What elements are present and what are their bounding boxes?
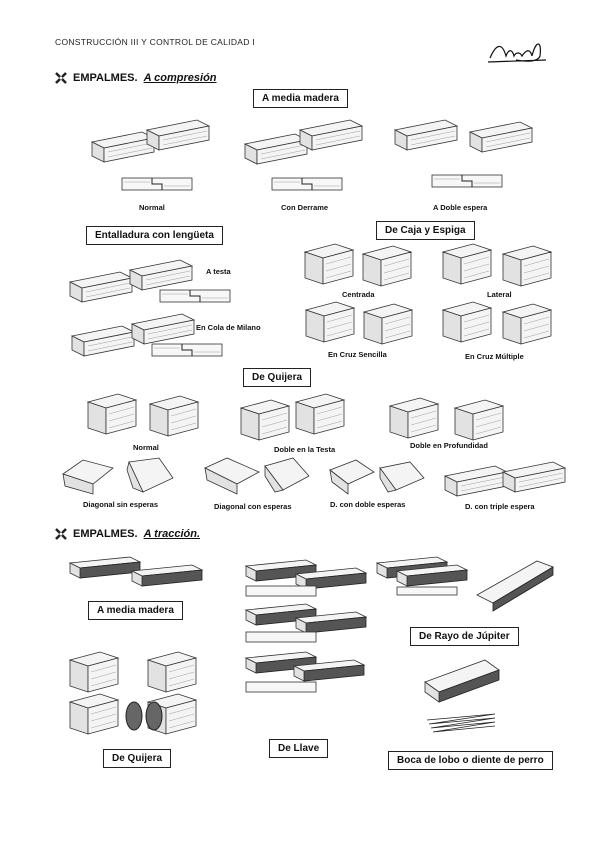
label-quijera-normal: Normal	[133, 443, 159, 452]
joint-doble-espera	[394, 119, 533, 153]
label-cruz-sencilla: En Cruz Sencilla	[328, 350, 387, 359]
box-boca-lobo: Boca de lobo o diente de perro	[388, 751, 553, 770]
label-doble-profundidad: Doble en Profundidad	[410, 441, 488, 450]
joint-traccion-media-madera	[69, 556, 203, 587]
label-cruz-multiple: En Cruz Múltiple	[465, 352, 524, 361]
section-traction-heading: EMPALMES. A tracción.	[55, 528, 200, 540]
label-lateral: Lateral	[487, 290, 512, 299]
box-llave: De Llave	[269, 739, 329, 758]
label-doble-esperas: D. con doble esperas	[330, 500, 406, 509]
joint-con-derrame	[244, 119, 363, 165]
section-compression-title: EMPALMES.	[73, 72, 138, 84]
box-traccion-quijera: De Quijera	[103, 749, 172, 768]
box-traccion-media-madera: A media madera	[88, 601, 183, 620]
label-doble-espera: A Doble espera	[433, 203, 488, 212]
joint-llave-stack	[245, 559, 367, 693]
label-con-derrame: Con Derrame	[281, 203, 329, 212]
joint-diagonal-con	[204, 457, 310, 495]
joint-boca-lobo	[424, 659, 500, 733]
box-caja-espiga: De Caja y Espiga	[376, 221, 475, 240]
box-entalladura: Entalladura con lengüeta	[86, 226, 223, 245]
cross-marker-icon	[55, 528, 67, 540]
strip-a-testa	[159, 289, 231, 303]
label-normal: Normal	[139, 203, 165, 212]
label-cola-milano: En Cola de Milano	[196, 323, 261, 332]
joint-quijera-normal	[87, 393, 199, 437]
label-diagonal-sin: Diagonal sin esperas	[83, 500, 159, 509]
joint-doble-profundidad	[389, 397, 504, 441]
joint-cruz-multiple	[442, 301, 552, 345]
joint-triple-espera	[444, 461, 566, 497]
section-traction-title: EMPALMES.	[73, 528, 138, 540]
joint-rayo-jupiter	[376, 556, 554, 612]
signature-icon	[487, 43, 547, 63]
strip-con-derrame	[271, 177, 343, 191]
box-media-madera: A media madera	[253, 89, 348, 108]
label-triple-espera: D. con triple espera	[465, 502, 535, 511]
section-compression-subtitle: A compresión	[143, 72, 217, 84]
joint-centrada	[304, 243, 412, 287]
label-a-testa: A testa	[206, 267, 231, 276]
joint-cruz-sencilla	[305, 301, 413, 345]
joint-lateral	[442, 243, 552, 287]
box-quijera: De Quijera	[243, 368, 312, 387]
joint-traccion-quijera	[69, 651, 197, 735]
label-doble-testa: Doble en la Testa	[274, 445, 336, 454]
header-title: CONSTRUCCIÓN III Y CONTROL DE CALIDAD I	[55, 37, 255, 47]
joint-normal	[91, 119, 210, 163]
label-centrada: Centrada	[342, 290, 375, 299]
joint-doble-testa	[240, 393, 345, 441]
joint-doble-esperas	[329, 459, 425, 495]
label-diagonal-con: Diagonal con esperas	[214, 502, 292, 511]
section-traction-subtitle: A tracción.	[143, 528, 201, 540]
strip-normal	[121, 177, 193, 191]
joint-diagonal-sin	[62, 457, 174, 495]
box-rayo-jupiter: De Rayo de Júpiter	[410, 627, 519, 646]
section-compression-heading: EMPALMES. A compresión	[55, 72, 217, 84]
strip-doble-espera	[431, 174, 503, 188]
strip-cola-milano	[151, 343, 223, 357]
cross-marker-icon	[55, 72, 67, 84]
